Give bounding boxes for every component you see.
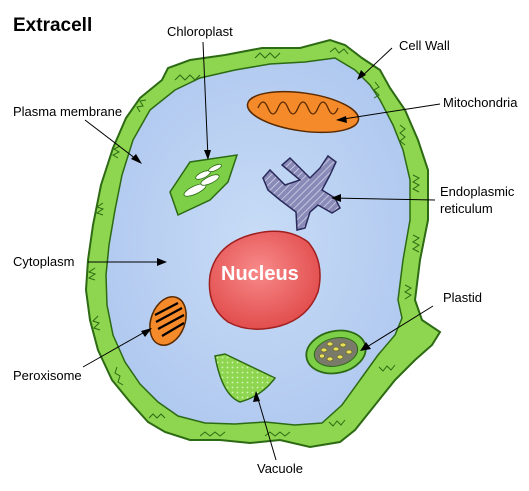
chloroplast (169, 154, 239, 217)
mitochondria (246, 90, 360, 134)
label-vacuole: Vacuole (257, 461, 303, 476)
diagram-title: Extracell (13, 15, 92, 36)
label-mitochondria: Mitochondria (443, 95, 518, 110)
label-peroxisome: Peroxisome (13, 368, 82, 383)
label-reticulum: reticulum (440, 201, 493, 216)
label-cytoplasm: Cytoplasm (13, 254, 74, 269)
nucleus (208, 230, 321, 330)
leader-lines (82, 41, 441, 461)
label-plasma-membrane: Plasma membrane (13, 104, 122, 119)
nucleus-label: Nucleus (221, 263, 299, 285)
label-chloroplast: Chloroplast (167, 24, 233, 39)
cell-wall-texture (87, 47, 420, 437)
label-plastid: Plastid (443, 290, 482, 305)
label-cell-wall: Cell Wall (399, 38, 450, 53)
vacuole (214, 353, 277, 403)
plastid (305, 329, 367, 375)
label-endoplasmic: Endoplasmic (440, 184, 515, 199)
peroxisome (149, 296, 187, 346)
endoplasmic-reticulum (262, 154, 341, 231)
